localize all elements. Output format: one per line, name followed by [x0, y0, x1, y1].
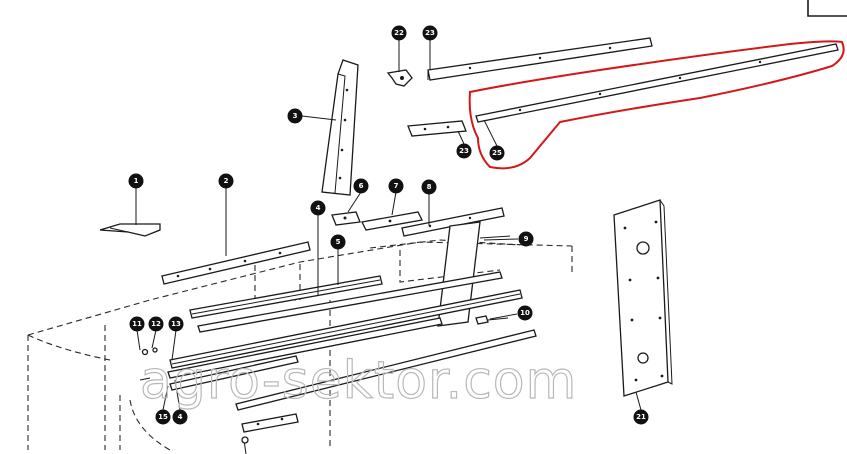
lower-strip-1	[169, 355, 299, 391]
leader-lines	[135, 40, 642, 411]
callout-6: 6	[353, 178, 369, 194]
lower-plate	[241, 413, 299, 433]
callout-23-upper: 23	[422, 25, 438, 41]
callout-4-lower: 4	[172, 409, 188, 425]
callout-label: 12	[151, 320, 161, 328]
lower-strip-2	[235, 329, 537, 411]
frame-corner	[807, 0, 847, 17]
callout-label: 11	[132, 320, 142, 328]
bolt-lower	[241, 436, 249, 454]
callout-label: 10	[520, 309, 530, 317]
part-25-strip	[475, 43, 839, 123]
callout-label: 23	[425, 29, 435, 37]
watermark-text: agro-sektor.com	[140, 351, 577, 411]
callout-2: 2	[218, 173, 234, 189]
callout-label: 3	[293, 112, 298, 120]
callout-label: 23	[459, 147, 469, 155]
part-1-bracket	[99, 223, 161, 237]
callout-label: 21	[636, 413, 646, 421]
part-3-channel	[321, 59, 359, 196]
part-4-rail	[167, 271, 523, 379]
callout-15: 15	[155, 409, 171, 425]
part-6-plate	[331, 211, 361, 226]
part-21-side-plate	[613, 199, 673, 397]
bolt-10	[475, 315, 509, 325]
callout-7: 7	[388, 178, 404, 194]
callout-label: 25	[492, 149, 502, 157]
callout-1: 1	[128, 173, 144, 189]
highlight-outline	[468, 40, 845, 170]
callout-9: 9	[518, 231, 534, 247]
bolts-left	[139, 347, 158, 381]
part-23-plate	[407, 120, 467, 137]
callout-13: 13	[168, 316, 184, 332]
callout-23-lower: 23	[456, 143, 472, 159]
part-23-strip-upper	[427, 37, 653, 81]
callout-label: 4	[316, 204, 321, 212]
callout-label: 9	[524, 235, 529, 243]
callout-label: 22	[394, 29, 404, 37]
callout-label: 8	[427, 183, 432, 191]
callout-5: 5	[330, 234, 346, 250]
part-5-rail	[189, 275, 383, 319]
callout-label: 4	[178, 413, 183, 421]
callout-11: 11	[129, 316, 145, 332]
callout-22: 22	[391, 25, 407, 41]
callout-label: 6	[359, 182, 364, 190]
callout-label: 15	[158, 413, 168, 421]
callout-label: 1	[134, 177, 139, 185]
part-7-plate	[361, 211, 423, 231]
part-8-strip	[401, 207, 505, 237]
callout-label: 13	[171, 320, 181, 328]
callout-25: 25	[489, 145, 505, 161]
callout-4-upper: 4	[310, 200, 326, 216]
callout-12: 12	[148, 316, 164, 332]
callout-label: 5	[336, 238, 341, 246]
callout-10: 10	[517, 305, 533, 321]
callout-21: 21	[633, 409, 649, 425]
callout-label: 2	[224, 177, 229, 185]
callout-label: 7	[394, 182, 399, 190]
callout-3: 3	[287, 108, 303, 124]
part-2-bar	[161, 241, 311, 285]
part-22-link	[386, 69, 413, 87]
callout-8: 8	[421, 179, 437, 195]
